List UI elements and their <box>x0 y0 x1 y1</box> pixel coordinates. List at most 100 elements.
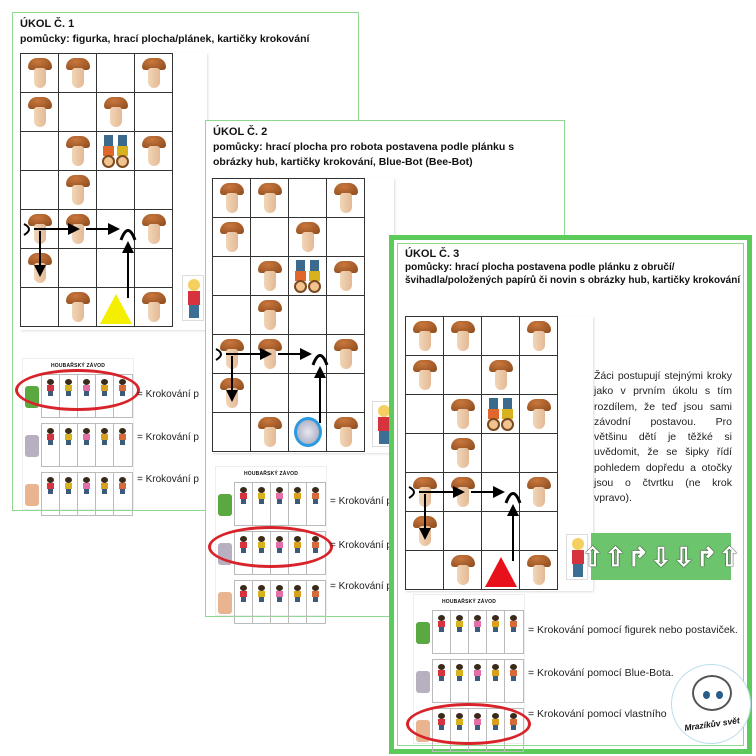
mushroom-icon <box>258 417 282 448</box>
step-cell <box>487 611 505 653</box>
step-label-3: = Krokování p <box>330 581 392 592</box>
arrow-up-icon: ⇧ <box>718 541 741 572</box>
board-cell <box>482 512 520 551</box>
board-cell <box>135 54 173 93</box>
board-cell <box>406 317 444 356</box>
board-cell <box>520 395 558 434</box>
step-cards-panel: HOUBAŘSKÝ ZÁVOD <box>406 594 531 752</box>
step-cell <box>96 473 114 515</box>
board-cell <box>327 218 365 257</box>
game-board <box>20 53 207 330</box>
mushroom-icon <box>527 321 551 352</box>
mushroom-icon <box>451 555 475 586</box>
board-cell <box>444 434 482 473</box>
step-label-1: = Krokování p <box>330 496 392 507</box>
board-cell <box>251 296 289 335</box>
board-cell <box>327 335 365 374</box>
board-cell <box>482 434 520 473</box>
mushroom-icon <box>66 292 90 323</box>
mushroom-icon <box>413 321 437 352</box>
board-cell <box>213 413 251 452</box>
kid-figure-icon <box>492 615 499 632</box>
board-cell <box>406 395 444 434</box>
step-cell <box>307 581 325 623</box>
board-cell <box>289 374 327 413</box>
board-cell <box>21 132 59 171</box>
kid-figure-icon <box>510 615 517 632</box>
kid-figure-icon <box>258 585 265 602</box>
step-card-row <box>414 659 524 705</box>
board-cell <box>289 179 327 218</box>
blue-bot-icon <box>416 671 430 693</box>
board-cell <box>21 93 59 132</box>
kid-figure-icon <box>65 428 72 445</box>
kid-figure-icon <box>294 585 301 602</box>
step-cell <box>289 581 307 623</box>
board-cell <box>520 356 558 395</box>
polar-bear-icon <box>692 675 732 711</box>
girl-figure-icon <box>372 401 394 447</box>
step-cell <box>60 424 78 466</box>
board-cell <box>251 257 289 296</box>
step-cell <box>42 473 60 515</box>
step-cell <box>469 660 487 702</box>
board-cell <box>289 335 327 374</box>
board-cell <box>289 413 327 452</box>
kid-figure-icon <box>276 585 283 602</box>
children-figures-icon <box>102 135 130 168</box>
step-cards-panel: HOUBAŘSKÝ ZÁVOD <box>15 358 140 516</box>
mushroom-icon <box>527 399 551 430</box>
kid-figure-icon <box>492 664 499 681</box>
board-cell <box>406 473 444 512</box>
board-cell <box>135 132 173 171</box>
feet-icon <box>25 484 39 506</box>
board-cell <box>444 512 482 551</box>
step-cells <box>41 423 133 467</box>
board-cell <box>251 374 289 413</box>
board-cell <box>135 171 173 210</box>
step-cell <box>60 473 78 515</box>
game-board <box>405 316 593 591</box>
step-cell <box>235 483 253 525</box>
blue-bot-icon <box>294 417 322 447</box>
board-grid <box>212 178 365 452</box>
feet-icon <box>218 592 232 614</box>
board-cell <box>97 132 135 171</box>
mushroom-icon <box>220 378 244 409</box>
board-cell <box>444 395 482 434</box>
step-cards-panel: HOUBAŘSKÝ ZÁVOD <box>208 466 333 624</box>
panel-title: HOUBAŘSKÝ ZÁVOD <box>50 363 106 369</box>
board-cell <box>482 356 520 395</box>
step-cell <box>289 483 307 525</box>
step-card-row <box>23 423 133 469</box>
board-cell <box>482 551 520 590</box>
board-cell <box>482 395 520 434</box>
kid-figure-icon <box>47 477 54 494</box>
board-cell <box>406 356 444 395</box>
highlight-oval <box>406 703 531 745</box>
step-cells <box>432 659 524 703</box>
mushroom-icon <box>142 136 166 167</box>
arrow-turn-right-icon: ↱ <box>627 541 650 572</box>
panel-title: HOUBAŘSKÝ ZÁVOD <box>441 599 497 605</box>
step-cell <box>235 581 253 623</box>
board-cell <box>59 54 97 93</box>
step-cell <box>433 611 451 653</box>
mushroom-icon <box>66 175 90 206</box>
highlight-oval <box>15 369 140 411</box>
children-figures-icon <box>294 260 322 293</box>
board-cell <box>482 317 520 356</box>
kid-figure-icon <box>65 477 72 494</box>
mushroom-icon <box>451 399 475 430</box>
arrow-turn-right-icon: ↱ <box>695 541 718 572</box>
step-cell <box>433 660 451 702</box>
board-cell <box>520 473 558 512</box>
task-3-title: ÚKOL Č. 3 <box>405 248 460 260</box>
task-2-title: ÚKOL Č. 2 <box>213 126 268 138</box>
task-3-aids: pomůcky: hrací plocha postavena podle pl… <box>405 262 741 286</box>
board-cell <box>251 335 289 374</box>
kid-figure-icon <box>101 428 108 445</box>
step-cell <box>451 611 469 653</box>
board-cell <box>444 473 482 512</box>
board-cell <box>135 288 173 327</box>
